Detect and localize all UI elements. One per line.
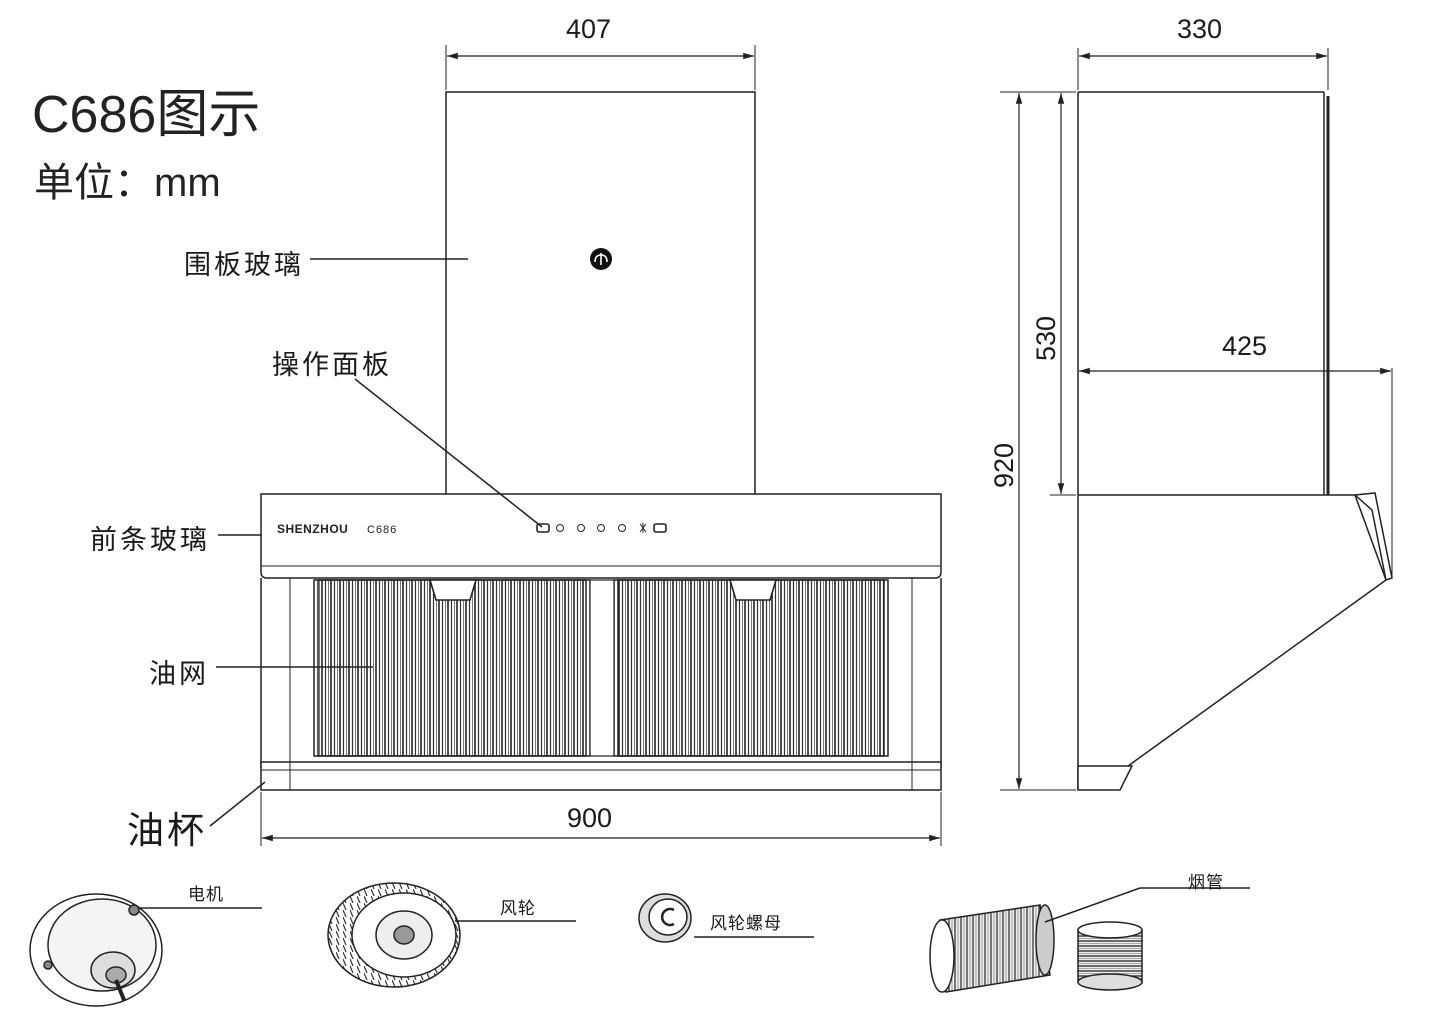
motor-drawing xyxy=(29,893,262,1007)
brand-text: SHENZHOU xyxy=(277,522,349,536)
glass-panel-outline xyxy=(445,91,756,498)
dim-total-height: 920 xyxy=(989,442,1020,489)
model-text: C686 xyxy=(367,524,398,536)
leader-control-panel xyxy=(354,378,543,528)
diagram-title: C686图示 xyxy=(32,86,261,144)
part-label-fan-nut: 风轮螺母 xyxy=(710,914,782,934)
dim-depth-top: 330 xyxy=(1177,14,1223,44)
dim-top-width: 407 xyxy=(566,14,612,44)
unit-label: 单位：mm xyxy=(34,150,221,208)
filter-handle-right xyxy=(728,579,778,601)
filter-handle-left xyxy=(428,579,478,601)
callout-oil-filter: 油网 xyxy=(149,659,209,690)
oil-filter-left xyxy=(317,579,587,757)
leader-duct xyxy=(1044,887,1141,923)
part-label-duct: 烟管 xyxy=(1188,873,1224,893)
callout-oil-cup: 油杯 xyxy=(127,809,207,852)
control-button-left xyxy=(536,523,550,533)
leader-oil-cup xyxy=(209,781,266,827)
oil-cup-outline xyxy=(260,761,942,791)
oil-filter-right xyxy=(617,579,885,757)
callout-front-strip-glass: 前条玻璃 xyxy=(90,525,210,556)
dim-upper-height: 530 xyxy=(1031,315,1062,362)
control-button-right xyxy=(653,523,667,533)
front-view xyxy=(209,45,942,846)
side-view xyxy=(1000,48,1393,791)
callout-glass-panel: 围板玻璃 xyxy=(184,250,304,281)
fan-wheel-drawing xyxy=(327,882,576,988)
part-label-motor: 电机 xyxy=(188,885,224,905)
dim-overall-width: 900 xyxy=(567,803,613,833)
part-label-fan-wheel: 风轮 xyxy=(500,899,536,919)
fan-nut-drawing xyxy=(638,893,814,943)
duct-drawing xyxy=(929,887,1250,993)
dim-depth-bottom: 425 xyxy=(1222,331,1268,361)
front-strip-glass-outline xyxy=(260,493,942,579)
unit-caption: 单位： xyxy=(34,160,154,206)
unit-value: mm xyxy=(154,161,221,205)
callout-control-panel: 操作面板 xyxy=(272,350,392,381)
